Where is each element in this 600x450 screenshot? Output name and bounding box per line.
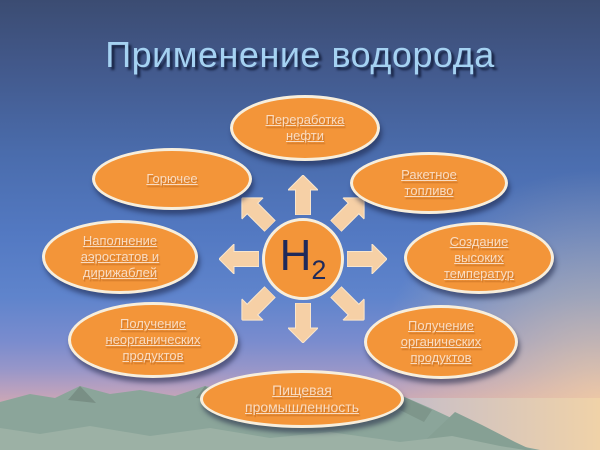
node-organic-products: Получение органических продуктов [364,305,518,379]
mountain-foreground [0,426,525,450]
hydrogen-formula-label: H2 [279,231,327,285]
radial-arrow-up-icon [288,175,318,215]
radial-arrow-down-icon [288,303,318,343]
hydrogen-circle: H2 [262,218,344,300]
node-label: Переработка нефти [265,112,345,143]
node-label: Наполнение аэростатов и дирижаблей [80,233,160,280]
mountain-shadow-facet [68,386,96,403]
radial-arrow-left-icon [219,244,259,274]
node-label: Получение органических продуктов [400,318,482,365]
node-food-industry: Пищевая промышленность [200,370,404,428]
node-balloons-dirigibles: Наполнение аэростатов и дирижаблей [42,220,198,294]
node-oil-refining: Переработка нефти [230,95,380,161]
node-rocket-fuel: Ракетное топливо [350,152,508,214]
node-fuel: Горючее [92,148,252,210]
node-label: Создание высоких температур [443,234,515,281]
node-label: Получение неорганических продуктов [105,316,201,363]
node-label: Ракетное топливо [401,167,457,198]
radial-arrow-down-right-icon [325,281,374,330]
node-high-temperatures: Создание высоких температур [404,222,554,294]
radial-arrow-right-icon [347,244,387,274]
radial-arrow-down-left-icon [231,281,280,330]
radial-arrow-up-right-icon [325,187,374,236]
slide-title: Применение водорода [105,34,495,75]
radial-arrow-up-left-icon [231,187,280,236]
node-label: Горючее [146,171,198,187]
node-inorganic-products: Получение неорганических продуктов [68,302,238,378]
node-label: Пищевая промышленность [245,381,359,415]
